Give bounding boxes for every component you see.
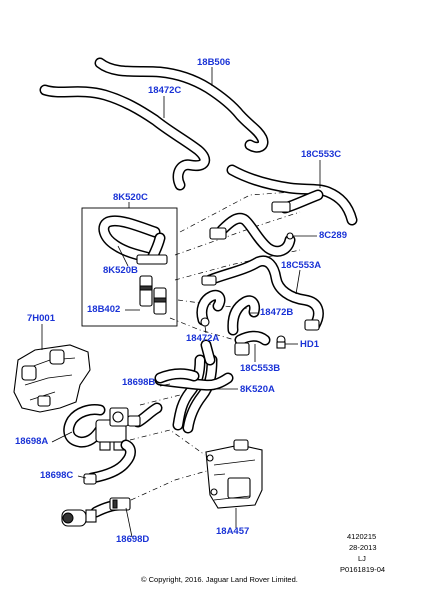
pipe-8K520A <box>154 339 234 434</box>
hose-18472B <box>227 295 260 336</box>
copyright-notice: © Copyright, 2016. Jaguar Land Rover Lim… <box>141 575 298 584</box>
hose-18698B <box>127 368 200 428</box>
callout-8K520C: 8K520C <box>113 192 148 203</box>
date-code: 28-2013 <box>349 543 377 552</box>
callout-18C553C: 18C553C <box>301 149 342 160</box>
callout-HD1: HD1 <box>300 339 320 350</box>
bracket-18A457 <box>205 439 263 509</box>
callout-18472B: 18472B <box>260 307 294 318</box>
callout-18698D: 18698D <box>116 534 150 545</box>
valve-block <box>95 407 129 451</box>
hose-18472A <box>196 289 226 327</box>
callout-18698C: 18698C <box>40 470 74 481</box>
callout-18B506: 18B506 <box>197 57 231 68</box>
inset-box-8K520C <box>81 207 178 327</box>
callout-18698B: 18698B <box>122 377 156 388</box>
callout-7H001: 7H001 <box>27 313 55 324</box>
callout-18472A: 18472A <box>186 333 220 344</box>
initials: LJ <box>358 554 366 563</box>
hose-18C553A <box>201 255 324 331</box>
drawing-id: P0161819-04 <box>340 565 386 574</box>
pump-18698D <box>61 497 131 527</box>
hose-18C553C <box>226 164 358 226</box>
hose-18C553B <box>234 330 286 356</box>
heat-shield-7H001 <box>13 344 91 413</box>
callout-18698A: 18698A <box>15 436 49 447</box>
callout-leaders <box>41 67 321 538</box>
callout-18A457: 18A457 <box>216 526 250 537</box>
hose-18B506 <box>94 57 269 153</box>
callout-18B402: 18B402 <box>87 304 121 315</box>
callout-8K520B: 8K520B <box>103 265 138 276</box>
callout-18472C: 18472C <box>148 85 182 96</box>
hose-18698C <box>83 439 136 485</box>
hose-18472C <box>39 84 211 191</box>
callout-18C553B: 18C553B <box>240 363 281 374</box>
hose-18698A <box>63 404 106 448</box>
ref-number: 4120215 <box>347 532 377 541</box>
callout-8K520A: 8K520A <box>240 384 275 395</box>
hose-8C289 <box>209 212 296 257</box>
callout-8C289: 8C289 <box>319 230 347 241</box>
callout-18C553A: 18C553A <box>281 260 322 271</box>
